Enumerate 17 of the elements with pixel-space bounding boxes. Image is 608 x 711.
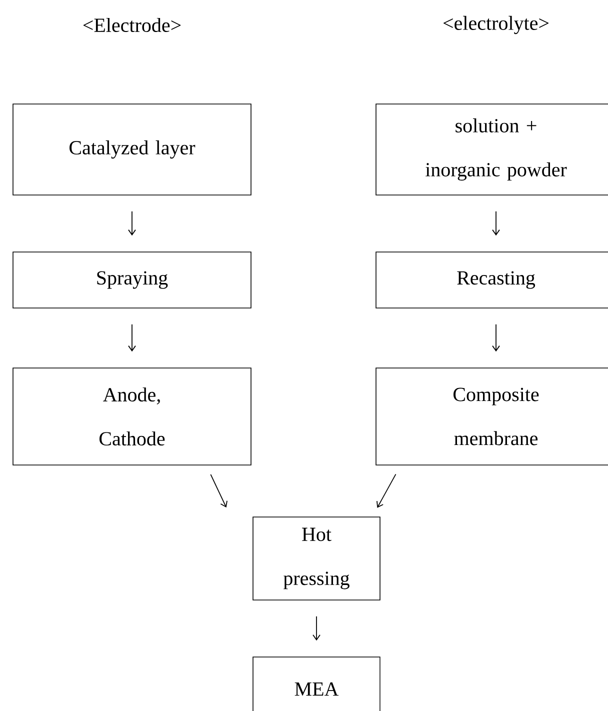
process-box: Composite membrane [376, 368, 608, 466]
column-heading: <Electrode> [83, 18, 181, 32]
process-box: MEA [252, 656, 380, 711]
arrow [492, 210, 500, 236]
arrow [128, 210, 136, 236]
arrow [128, 324, 136, 352]
process-box: Recasting [376, 252, 608, 308]
process-box: solution + inorganic powder [376, 104, 608, 196]
process-box: Anode, Cathode [12, 368, 252, 466]
arrow [210, 474, 228, 508]
process-box: Spraying [12, 252, 252, 308]
process-box: Catalyzed layer [12, 104, 252, 196]
arrow [376, 474, 396, 508]
arrow [492, 324, 500, 352]
process-box: Hot pressing [252, 516, 380, 600]
column-heading: <electrolyte> [444, 16, 549, 34]
arrow [312, 616, 320, 641]
